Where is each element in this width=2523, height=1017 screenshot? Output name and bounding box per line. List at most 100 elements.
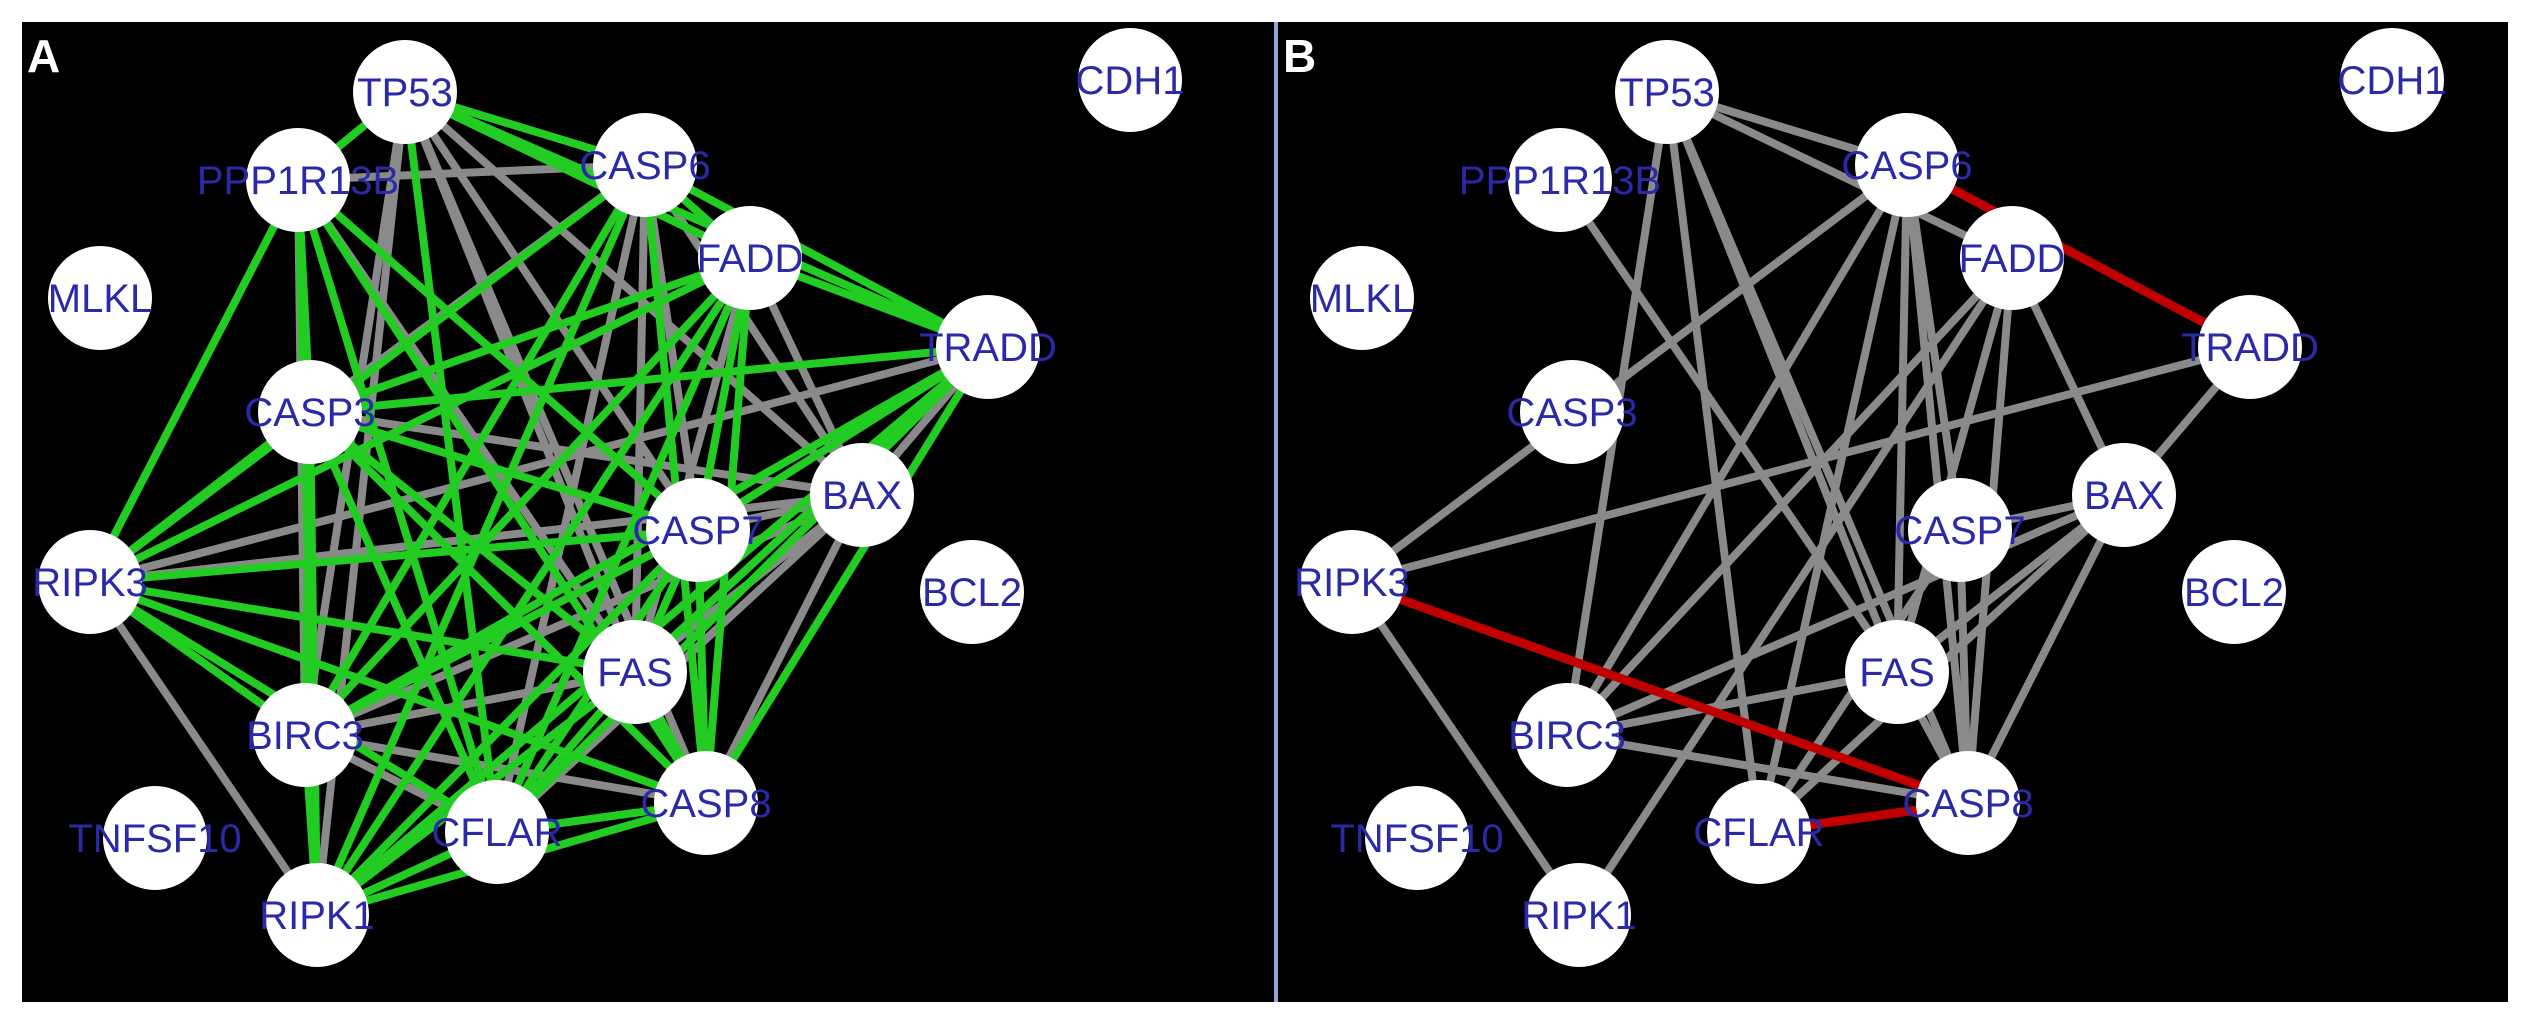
- panel-b-edge-tp53-fadd: [1663, 88, 2016, 262]
- node-label: FAS: [1859, 651, 1935, 695]
- node-label: CASP8: [640, 782, 771, 826]
- node-label: FAS: [597, 651, 673, 695]
- node-circle: [1855, 113, 1959, 217]
- panel-b-node-bax: BAX: [2072, 443, 2176, 547]
- node-circle: [2340, 28, 2444, 132]
- panel-b-node-casp3: CASP3: [1506, 360, 1638, 464]
- node-label: CASP6: [1841, 144, 1972, 188]
- panel-b-node-fas: FAS: [1845, 620, 1949, 724]
- node-circle: [920, 540, 1024, 644]
- node-label: TP53: [357, 71, 453, 115]
- panel-b-edge-ppp1r13b-fas: [1556, 176, 1901, 676]
- node-circle: [698, 206, 802, 310]
- panel-b-node-ppp1r13b: PPP1R13B: [1459, 128, 1661, 232]
- panel-b-node-tradd: TRADD: [2181, 295, 2319, 399]
- node-label: CASP6: [579, 144, 710, 188]
- node-circle: [646, 478, 750, 582]
- panel-b-node-casp6: CASP6: [1841, 113, 1973, 217]
- node-label: TNFSF10: [1330, 817, 1503, 861]
- node-circle: [1078, 28, 1182, 132]
- node-circle: [1520, 360, 1624, 464]
- node-circle: [1908, 478, 2012, 582]
- node-circle: [654, 751, 758, 855]
- panel-b-edges: [1347, 88, 2255, 919]
- node-circle: [2198, 295, 2302, 399]
- node-circle: [265, 863, 369, 967]
- panel-a-edge-casp7-birc3: [301, 526, 702, 739]
- node-label: CDH1: [2338, 59, 2447, 103]
- panel-a-edge-casp7-ripk1: [313, 526, 702, 919]
- panel-a-node-casp3: CASP3: [244, 360, 376, 464]
- node-label: PPP1R13B: [197, 159, 399, 203]
- node-circle: [810, 443, 914, 547]
- panel-a-node-ripk1: RIPK1: [259, 863, 375, 967]
- panel-b-edge-ripk3-casp8: [1347, 577, 1973, 808]
- node-circle: [1615, 40, 1719, 144]
- node-label: BCL2: [922, 571, 1022, 615]
- node-circle: [1310, 246, 1414, 350]
- node-circle: [2072, 443, 2176, 547]
- node-label: RIPK3: [1294, 561, 1410, 605]
- panel-divider: [1274, 22, 1278, 1002]
- panel-b-node-bcl2: BCL2: [2182, 540, 2286, 644]
- node-label: FADD: [1959, 237, 2066, 281]
- panel-a-edge-ripk3-casp8: [86, 578, 710, 807]
- node-label: TRADD: [919, 326, 1057, 370]
- node-label: CASP3: [244, 391, 375, 435]
- node-label: PPP1R13B: [1459, 159, 1661, 203]
- panel-b-edge-tp53-cflar: [1663, 88, 1763, 836]
- node-label: TNFSF10: [68, 817, 241, 861]
- panel-a-edge-ppp1r13b-ripk3: [86, 176, 302, 586]
- panel-b-node-tnfsf10: TNFSF10: [1330, 786, 1504, 890]
- panel-a-edge-casp3-casp8: [306, 408, 710, 807]
- panel-a-edge-tp53-casp7: [401, 88, 702, 534]
- node-label: BAX: [822, 474, 902, 518]
- panel-b-node-cdh1: CDH1: [2338, 28, 2447, 132]
- panel-b-edge-fadd-ripk1: [1575, 254, 2016, 919]
- node-circle: [1916, 751, 2020, 855]
- panel-b-node-cflar: CFLAR: [1693, 780, 1825, 884]
- node-label: CFLAR: [431, 811, 562, 855]
- panel-a-node-casp6: CASP6: [579, 113, 711, 217]
- panel-b-edge-casp6-cflar: [1755, 161, 1911, 836]
- panel-a-edge-casp6-ripk1: [313, 161, 649, 919]
- panel-b-node-ripk1: RIPK1: [1521, 863, 1637, 967]
- panel-a-node-bax: BAX: [810, 443, 914, 547]
- panel-a-edge-casp3-fas: [306, 408, 639, 676]
- node-label: BCL2: [2184, 571, 2284, 615]
- node-circle: [936, 295, 1040, 399]
- panel-a-edge-ripk3-fas: [86, 578, 639, 676]
- panel-a-edge-casp6-cflar: [493, 161, 649, 836]
- panel-b-edge-fadd-birc3: [1563, 254, 2016, 739]
- panel-b-edge-casp6-tradd: [1902, 160, 2255, 352]
- panel-a-edge-bax-casp8: [702, 491, 866, 807]
- node-label: BIRC3: [246, 714, 364, 758]
- node-label: MLKL: [1310, 277, 1415, 321]
- node-circle: [353, 40, 457, 144]
- panel-b-edge-ripk3-ripk1: [1348, 578, 1583, 919]
- node-circle: [593, 113, 697, 217]
- node-circle: [1515, 683, 1619, 787]
- panel-a-node-tnfsf10: TNFSF10: [68, 786, 242, 890]
- node-label: TP53: [1619, 71, 1715, 115]
- node-circle: [1508, 128, 1612, 232]
- node-label: FADD: [697, 237, 804, 281]
- node-label: RIPK3: [32, 561, 148, 605]
- node-circle: [1845, 620, 1949, 724]
- node-circle: [2182, 540, 2286, 644]
- panel-a-node-ppp1r13b: PPP1R13B: [197, 128, 399, 232]
- node-label: CASP8: [1902, 782, 2033, 826]
- node-label: BIRC3: [1508, 714, 1626, 758]
- node-label: TRADD: [2181, 326, 2319, 370]
- panel-a-node-casp8: CASP8: [640, 751, 772, 855]
- node-circle: [1960, 206, 2064, 310]
- node-label: RIPK1: [1521, 894, 1637, 938]
- panel-a-edge-casp6-tradd: [641, 161, 992, 351]
- node-circle: [103, 786, 207, 890]
- panel-a-node-mlkl: MLKL: [48, 246, 152, 350]
- node-circle: [258, 360, 362, 464]
- panel-b-edge-casp6-ripk3: [1348, 161, 1911, 586]
- node-label: CASP3: [1506, 391, 1637, 435]
- panel-a-node-bcl2: BCL2: [920, 540, 1024, 644]
